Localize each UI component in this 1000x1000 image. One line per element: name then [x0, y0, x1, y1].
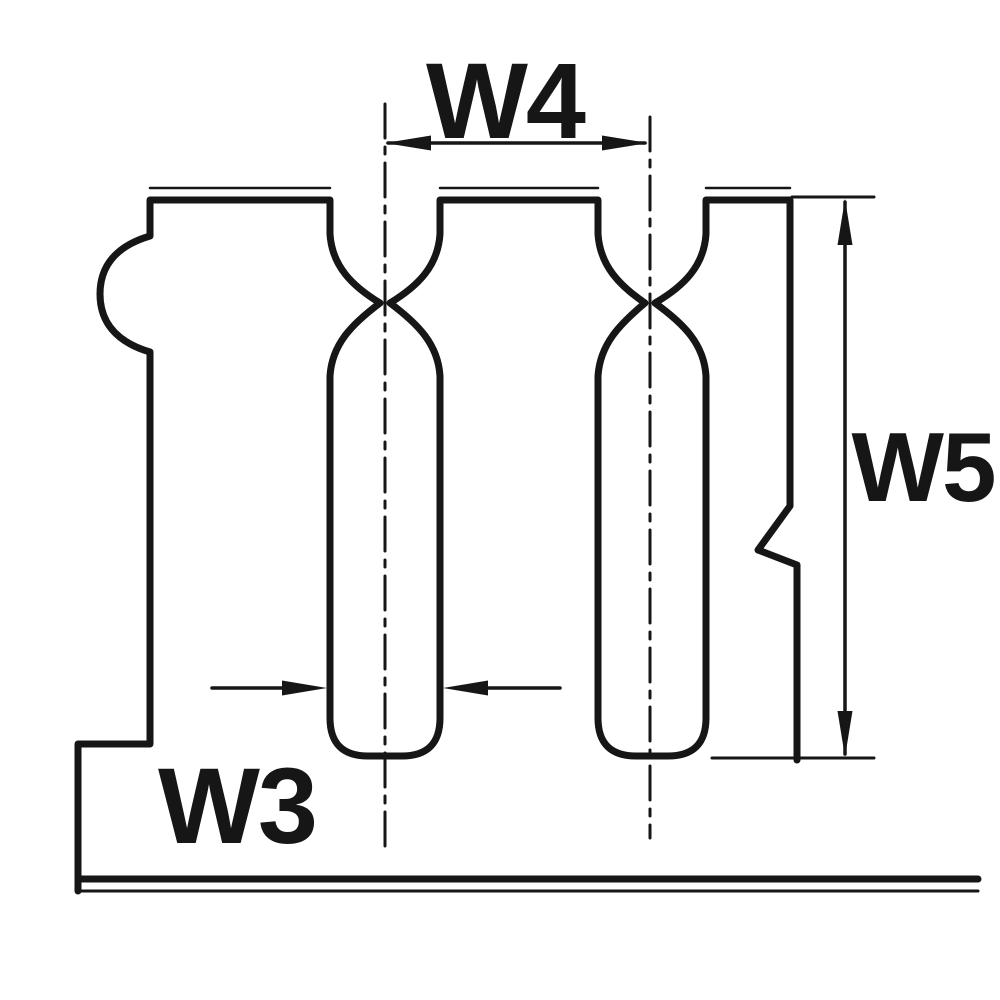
dimension-labels: W4 W3 W5 — [158, 40, 997, 866]
w4-label: W4 — [426, 40, 586, 161]
w5-extension-lines — [710, 195, 876, 760]
part-outline — [74, 196, 801, 895]
w3-arrowhead-left — [282, 680, 327, 696]
w5-label: W5 — [852, 412, 995, 522]
arrowheads — [282, 135, 853, 757]
w3-arrowhead-right — [443, 680, 488, 696]
w5-arrowhead-bottom — [837, 711, 853, 757]
drawing-root: W4 W3 W5 — [74, 40, 997, 895]
w4-arrowhead-left — [385, 135, 431, 151]
w5-arrowhead-top — [837, 199, 853, 245]
w3-label: W3 — [158, 745, 316, 866]
w4-arrowhead-right — [602, 135, 648, 151]
